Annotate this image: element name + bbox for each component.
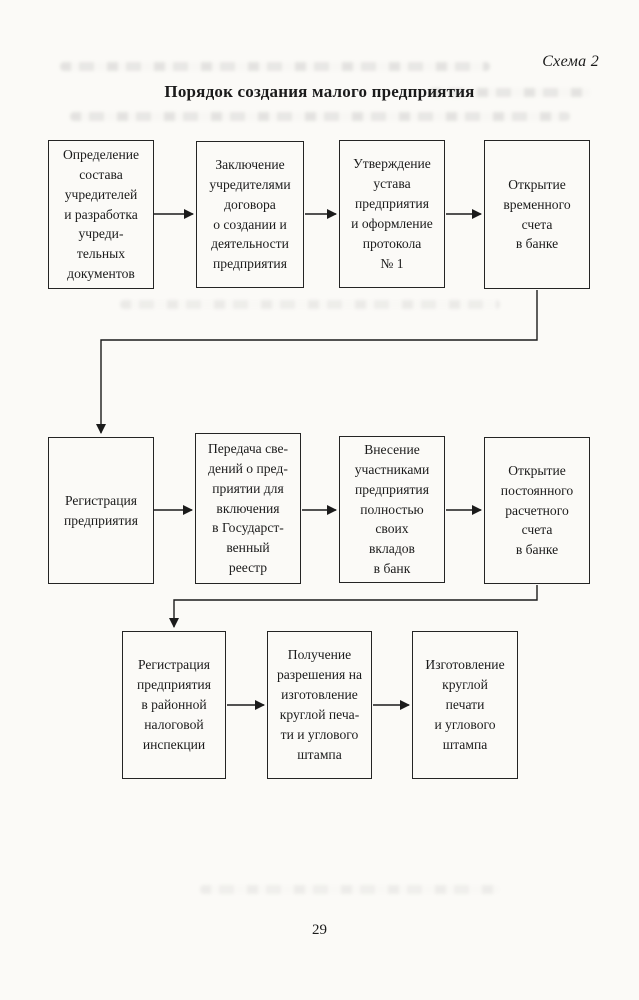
scan-artifact [200,885,500,894]
arrow-box8-box9 [169,585,538,628]
flow-box-seal-production: Изготовление круглой печати и углового ш… [412,631,518,779]
arrow-box4-box5 [96,290,538,434]
flow-box-state-register: Передача све- дений о пред- приятии для … [195,433,301,584]
page-number: 29 [312,922,327,938]
scan-artifact [70,112,570,121]
scan-artifact [120,300,500,309]
flow-box-open-temp-account: Открытие временного счета в банке [484,140,590,289]
scan-artifact [60,62,490,71]
flow-box-deposit-contributions: Внесение участниками предприятия полност… [339,436,445,583]
flow-box-approve-charter: Утверждение устава предприятия и оформле… [339,140,445,288]
flow-box-define-founders: Определение состава учредителей и разраб… [48,140,154,289]
flow-box-register-enterprise: Регистрация предприятия [48,437,154,584]
flow-box-open-permanent-account: Открытие постоянного расчетного счета в … [484,437,590,584]
flow-box-tax-registration: Регистрация предприятия в районной налог… [122,631,226,779]
scheme-number-label: Схема 2 [542,53,599,70]
flow-box-seal-permission: Получение разрешения на изготовление кру… [267,631,372,779]
page-title: Порядок создания малого предприятия [164,82,475,101]
flow-box-founders-agreement: Заключение учредителями договора о созда… [196,141,304,288]
